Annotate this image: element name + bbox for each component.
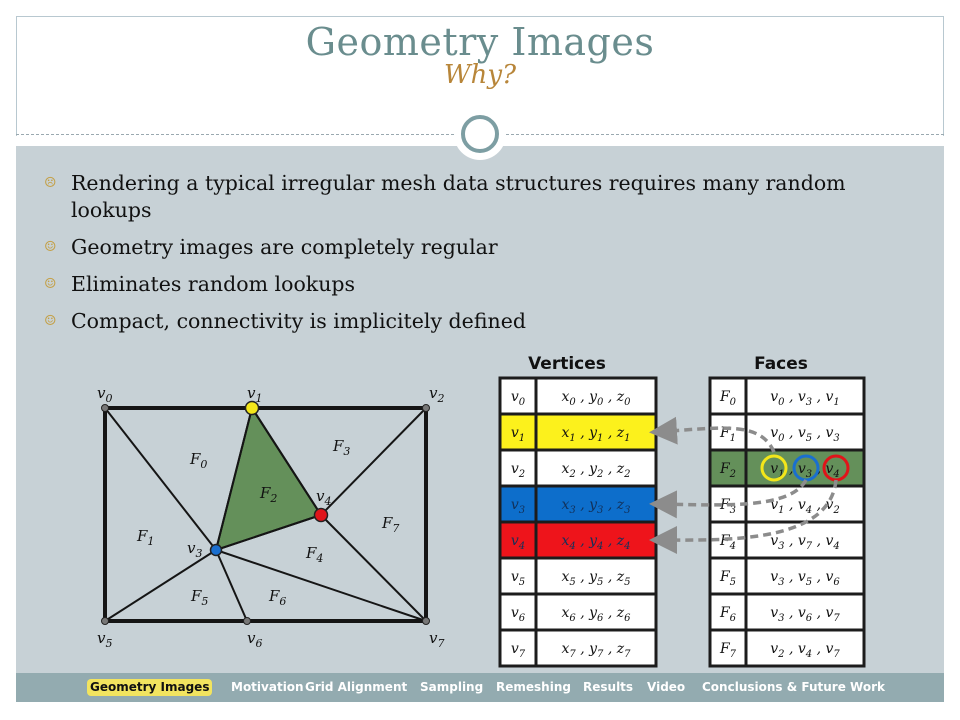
bullet-list: ☹ Rendering a typical irregular mesh dat… xyxy=(44,170,894,345)
ring-v1-highlight xyxy=(760,454,788,482)
vertex-label-v5: v5 xyxy=(97,629,112,650)
vertices-table-row-text: x7 , y7 , z7 xyxy=(561,641,631,660)
face-label-F3: F3 xyxy=(332,437,350,458)
mesh-edge xyxy=(215,549,248,622)
vertex-label-v1: v1 xyxy=(247,384,262,405)
bullet-item: ☺ Geometry images are completely regular xyxy=(44,234,894,261)
mesh-edge xyxy=(104,549,217,622)
vertices-table-row-text: x1 , y1 , z1 xyxy=(561,425,630,444)
face-label-F7: F7 xyxy=(381,514,399,535)
navigation-bar: Geometry Images Motivation Grid Alignmen… xyxy=(16,673,944,702)
smile-icon: ☺ xyxy=(44,276,57,292)
vertex-label-v2: v2 xyxy=(429,384,444,405)
face-f2-fill xyxy=(214,405,323,552)
slide-title: Geometry Images xyxy=(305,20,655,64)
vertex-dot xyxy=(422,617,430,625)
faces-table-row-bg xyxy=(708,628,866,668)
vertex-v3-dot xyxy=(209,543,223,557)
faces-table-row-text: v2 , v4 , v7 xyxy=(770,641,840,660)
nav-item-geometry-images[interactable]: Geometry Images xyxy=(87,679,213,696)
arrow-to-v3 xyxy=(649,479,808,519)
bullet-text: Compact, connectivity is implicitely def… xyxy=(71,309,526,333)
faces-table-row-text: v3 , v6 , v7 xyxy=(770,605,840,624)
mesh-edge xyxy=(104,407,217,551)
vertices-table-row-text: x4 , y4 , z4 xyxy=(561,533,630,552)
bullet-text: Rendering a typical irregular mesh data … xyxy=(71,171,846,222)
vertices-table-row-text: x6 , y6 , z6 xyxy=(561,605,631,624)
slide-subtitle: Why? xyxy=(443,60,517,90)
faces-table-row-text: v0 , v5 , v3 xyxy=(770,425,840,444)
mesh-edge xyxy=(320,514,427,622)
title-area: Geometry Images Why? xyxy=(16,20,944,88)
face-label-F1: F1 xyxy=(136,527,154,548)
vertex-dot xyxy=(101,404,109,412)
vertex-label-v4: v4 xyxy=(316,487,331,508)
vertices-table-row-bg xyxy=(498,448,658,488)
faces-table-header: Faces xyxy=(754,354,808,374)
vertex-v4-dot xyxy=(313,507,329,523)
mesh-edge xyxy=(215,514,322,551)
mesh-edge xyxy=(215,407,253,551)
nav-item-conclusions[interactable]: Conclusions & Future Work xyxy=(702,680,885,694)
faces-table-row-text: v3 , v7 , v4 xyxy=(770,533,840,552)
vertices-table-header: Vertices xyxy=(528,354,606,374)
vertex-dot xyxy=(422,404,430,412)
face-label-F4: F4 xyxy=(305,544,323,565)
vertices-table-row-text: x0 , y0 , z0 xyxy=(561,389,631,408)
nav-item-motivation[interactable]: Motivation xyxy=(231,680,304,694)
vertices-table-row-bg xyxy=(498,376,658,416)
face-label-F6: F6 xyxy=(268,587,286,608)
nav-item-sampling[interactable]: Sampling xyxy=(420,680,484,694)
vertex-label-v7: v7 xyxy=(429,629,444,650)
bullet-item: ☺ Eliminates random lookups xyxy=(44,271,894,298)
vertices-table-row-text: x5 , y5 , z5 xyxy=(561,569,630,588)
smile-icon: ☺ xyxy=(44,313,57,329)
mesh-edge xyxy=(320,407,427,516)
smile-icon: ☺ xyxy=(44,239,57,255)
arrow-to-v1 xyxy=(649,416,776,453)
faces-table-row-text: v3 , v5 , v6 xyxy=(770,569,840,588)
bullet-text: Eliminates random lookups xyxy=(71,272,356,296)
vertex-dot xyxy=(243,617,251,625)
vertices-table-row-text: x3 , y3 , z3 xyxy=(561,497,630,516)
nav-item-grid-alignment[interactable]: Grid Alignment xyxy=(305,680,408,694)
faces-table-row-text: v0 , v3 , v1 xyxy=(770,389,840,408)
nav-item-video[interactable]: Video xyxy=(647,680,686,694)
vertex-label-v3: v3 xyxy=(187,539,202,560)
vertex-label-v6: v6 xyxy=(247,629,262,650)
vertices-table-row-text: x2 , y2 , z2 xyxy=(561,461,630,480)
faces-table-row-text: v1 , v4 , v2 xyxy=(770,497,840,516)
vertices-table-row-bg xyxy=(498,592,658,632)
mesh-edge xyxy=(251,407,322,516)
bullet-item: ☺ Compact, connectivity is implicitely d… xyxy=(44,308,894,335)
face-label-F0: F0 xyxy=(189,450,207,471)
circle-ornament-icon xyxy=(454,108,506,160)
faces-table-row-bg xyxy=(708,520,866,560)
vertex-v1-dot xyxy=(244,400,260,416)
nav-item-results[interactable]: Results xyxy=(583,680,634,694)
face-label-F5: F5 xyxy=(190,587,208,608)
mesh-edge xyxy=(215,549,427,622)
bullet-item: ☹ Rendering a typical irregular mesh dat… xyxy=(44,170,894,224)
frown-icon: ☹ xyxy=(44,175,57,191)
vertices-table-row-bg xyxy=(498,628,658,668)
ring-shape xyxy=(461,115,499,153)
faces-table-row-bg xyxy=(708,412,866,452)
bullet-text: Geometry images are completely regular xyxy=(71,235,498,259)
vertex-label-v0: v0 xyxy=(97,384,112,405)
nav-item-remeshing[interactable]: Remeshing xyxy=(496,680,571,694)
vertex-dot xyxy=(101,617,109,625)
arrow-to-v4 xyxy=(649,479,838,555)
